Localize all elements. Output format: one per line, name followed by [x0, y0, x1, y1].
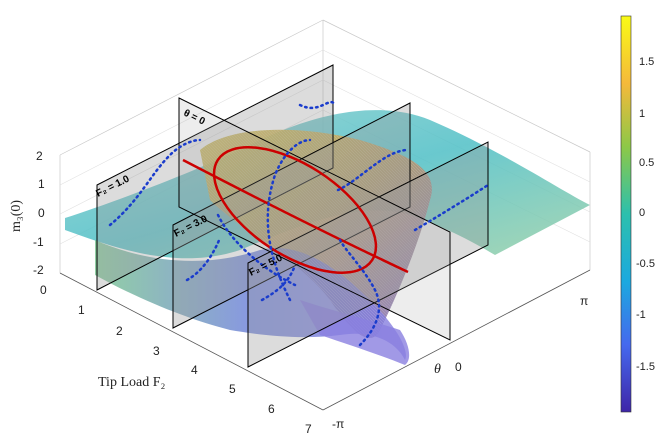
axes-box — [59, 19, 591, 273]
cb-tick-0: 0 — [639, 207, 645, 219]
z-axis-ticks: 2 1 0 -1 -2 — [33, 149, 45, 277]
cb-tick-m1: -1 — [636, 309, 646, 321]
x-tick-4: 4 — [191, 363, 198, 377]
x-axis-label: Tip Load F₂ — [98, 375, 166, 390]
front-axes — [59, 269, 591, 411]
z-tick-0: 0 — [38, 206, 45, 220]
cb-tick-m1.5: -1.5 — [636, 361, 655, 373]
cb-tick-0.5: 0.5 — [639, 157, 654, 169]
z-tick-m2: -2 — [33, 263, 44, 277]
z-tick-2: 2 — [36, 149, 43, 163]
y-tick-pi: π — [580, 294, 588, 308]
y-tick-negpi: -π — [332, 417, 344, 431]
x-tick-3: 3 — [153, 344, 160, 358]
x-tick-0: 0 — [40, 283, 47, 297]
red-line — [182, 158, 409, 274]
y-axis-label: θ — [434, 362, 441, 377]
surface-front-wall — [300, 300, 410, 365]
x-tick-2: 2 — [116, 324, 123, 338]
z-tick-m1: -1 — [33, 235, 44, 249]
colorbar-gradient — [620, 15, 632, 413]
x-tick-1: 1 — [78, 303, 85, 317]
z-axis-label: m₃(0) — [9, 200, 24, 232]
x-tick-7: 7 — [305, 422, 312, 435]
colorbar: 1.5 1 0.5 0 -0.5 -1 -1.5 — [620, 15, 655, 413]
y-tick-0: 0 — [455, 360, 462, 374]
z-tick-1: 1 — [38, 177, 45, 191]
plane-F2-5 — [247, 141, 489, 368]
cb-tick-1: 1 — [639, 108, 645, 120]
plane-theta-0 — [178, 97, 451, 341]
x-tick-5: 5 — [229, 382, 236, 396]
cb-tick-1.5: 1.5 — [639, 56, 654, 68]
dotted-curves — [108, 100, 490, 347]
x-tick-6: 6 — [268, 402, 275, 416]
y-axis-ticks: -π 0 π — [332, 294, 588, 431]
x-axis-ticks: 0 1 2 3 4 5 6 7 — [40, 283, 312, 435]
cb-tick-m0.5: -0.5 — [636, 258, 655, 270]
